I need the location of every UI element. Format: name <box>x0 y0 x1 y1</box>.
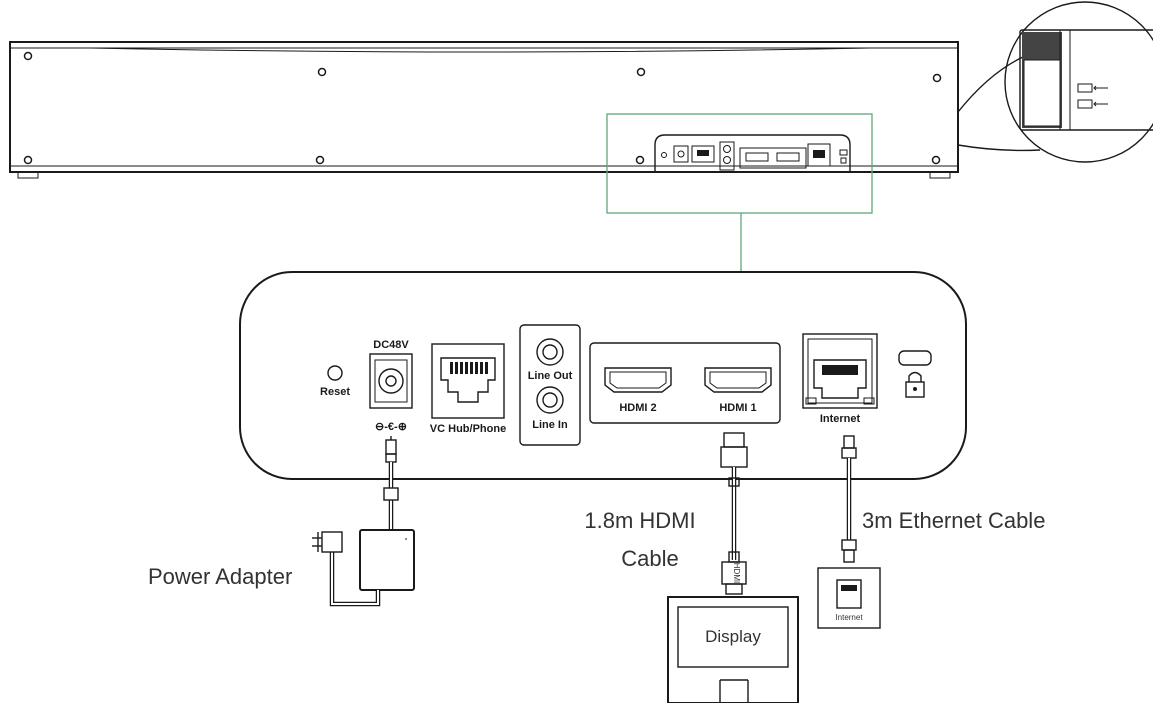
ethernet-cable-label: 3m Ethernet Cable <box>862 508 1045 533</box>
hdmi-plug-label: HDMI <box>732 563 741 583</box>
port-panel-zoom: Reset DC48V ⊖-€-⊕ VC Hub/Phone <box>239 271 967 480</box>
hdmi-cable-label-line2: Cable <box>621 546 678 571</box>
line-out-label: Line Out <box>528 370 573 382</box>
internet-port[interactable] <box>802 333 878 409</box>
screw <box>636 67 646 77</box>
hdmi2-label: HDMI 2 <box>619 402 656 414</box>
hdmi-cable: HDMI <box>720 432 748 595</box>
screw <box>317 67 327 77</box>
screw <box>23 155 33 165</box>
mini-port-panel <box>654 134 851 172</box>
internet-label: Internet <box>820 413 861 425</box>
reset-button[interactable] <box>327 365 343 381</box>
wall-jack-label: Internet <box>835 613 863 622</box>
wall-jack <box>817 567 881 629</box>
display-label: Display <box>705 627 761 646</box>
lock-icon <box>905 371 925 398</box>
dc-power-port[interactable] <box>369 353 413 409</box>
dc-power-label: DC48V <box>373 339 409 351</box>
audio-ports[interactable] <box>519 324 581 446</box>
screw <box>635 155 645 165</box>
hdmi-ports[interactable] <box>589 342 781 424</box>
magnifier-detail <box>957 1 1153 163</box>
wall-plug <box>312 531 343 553</box>
polarity-label: ⊖-€-⊕ <box>375 421 407 433</box>
power-cable <box>312 436 415 607</box>
hdmi-cable-label-line1: 1.8m HDMI <box>584 508 695 533</box>
vc-hub-port[interactable] <box>431 343 505 419</box>
screw <box>23 51 33 61</box>
security-slot[interactable] <box>898 350 932 366</box>
hdmi1-label: HDMI 1 <box>719 402 756 414</box>
ethernet-cable <box>841 435 857 563</box>
screw <box>932 73 942 83</box>
screw <box>931 155 941 165</box>
hdmi1-port <box>704 367 772 393</box>
device-rear-view <box>9 41 959 179</box>
hdmi2-port <box>604 367 672 393</box>
line-in-label: Line In <box>532 419 568 431</box>
power-adapter-label: Power Adapter <box>148 564 292 589</box>
reset-label: Reset <box>320 386 350 398</box>
zoom-highlight <box>606 113 873 272</box>
vc-hub-label: VC Hub/Phone <box>430 423 506 435</box>
power-adapter <box>359 529 415 591</box>
screw <box>315 155 325 165</box>
display-monitor <box>667 596 799 703</box>
